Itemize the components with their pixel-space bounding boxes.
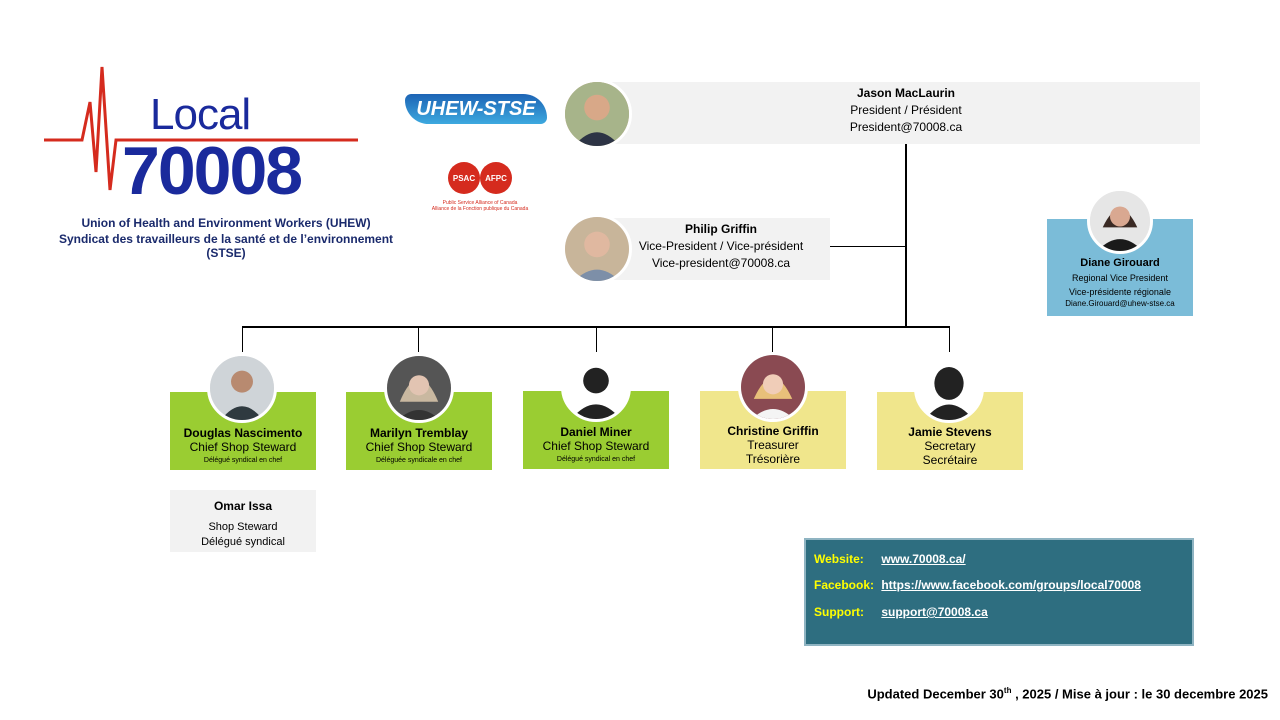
vp-avatar — [562, 214, 632, 284]
rvp-title-en: Regional Vice President — [1072, 273, 1168, 283]
christine-role: Treasurer — [747, 438, 799, 452]
omar-box: Omar Issa Shop Steward Délégué syndical — [170, 490, 316, 552]
daniel-avatar — [561, 352, 631, 422]
president-title: President / Président — [850, 103, 962, 117]
omar-role-fr: Délégué syndical — [201, 536, 285, 548]
vp-email[interactable]: Vice-president@70008.ca — [651, 256, 791, 270]
facebook-row: Facebook: https://www.facebook.com/group… — [814, 578, 1141, 592]
jamie-name: Jamie Stevens — [908, 425, 992, 439]
psac-caption-fr: Alliance de la Fonction publique du Cana… — [431, 206, 529, 212]
rvp-email[interactable]: Diane.Girouard@uhew-stse.ca — [1065, 299, 1175, 308]
psac-caption-en: Public Service Alliance of Canada — [442, 200, 518, 206]
facebook-label: Facebook: — [814, 578, 875, 592]
psac-gear-icon: PSAC — [448, 162, 480, 194]
website-label: Website: — [814, 552, 864, 566]
person-silhouette-icon — [564, 355, 628, 419]
daniel-name: Daniel Miner — [560, 425, 632, 439]
local-70008-logo: Local 70008 — [40, 62, 370, 212]
marilyn-role-fr: Déléguée syndicale en chef — [375, 457, 462, 464]
jamie-role-fr: Secrétaire — [922, 453, 978, 467]
facebook-link[interactable]: https://www.facebook.com/groups/local700… — [881, 578, 1141, 592]
support-row: Support: support@70008.ca — [814, 605, 988, 619]
contact-links-panel: Website: www.70008.ca/ Facebook: https:/… — [804, 538, 1194, 646]
rvp-title-fr: Vice-présidente régionale — [1069, 287, 1171, 297]
marilyn-role: Chief Shop Steward — [365, 440, 473, 454]
website-link[interactable]: www.70008.ca/ — [881, 552, 966, 566]
christine-role-fr: Trésorière — [745, 452, 801, 466]
connector-vp — [830, 246, 906, 247]
vp-box: Philip Griffin Vice-President / Vice-pré… — [612, 218, 830, 280]
marilyn-avatar — [384, 353, 454, 423]
connector-christine — [772, 326, 773, 352]
connector-jamie — [949, 326, 950, 352]
logo-number-text: 70008 — [122, 133, 303, 209]
org-name-fr: Syndicat des travailleurs de la santé et… — [58, 232, 394, 260]
vp-name: Philip Griffin — [685, 222, 757, 236]
support-label: Support: — [814, 605, 864, 619]
logo-local-text: Local — [150, 90, 251, 139]
afpc-gear-icon: AFPC — [480, 162, 512, 194]
daniel-role: Chief Shop Steward — [542, 439, 650, 453]
president-email[interactable]: President@70008.ca — [849, 120, 963, 134]
president-avatar — [562, 79, 632, 149]
president-box: Jason MacLaurin President / Président Pr… — [612, 82, 1200, 144]
jamie-avatar — [914, 353, 984, 423]
douglas-role: Chief Shop Steward — [189, 440, 297, 454]
connector-douglas — [242, 326, 243, 352]
omar-name: Omar Issa — [213, 499, 273, 513]
rvp-avatar — [1087, 188, 1153, 254]
vp-title: Vice-President / Vice-président — [638, 239, 804, 253]
douglas-avatar — [207, 353, 277, 423]
updated-date: Updated December 30th , 2025 / Mise à jo… — [867, 686, 1268, 702]
person-silhouette-icon — [917, 356, 981, 420]
rvp-name: Diane Girouard — [1080, 257, 1160, 269]
daniel-role-fr: Délégué syndical en chef — [556, 456, 636, 463]
uhew-stse-text: UHEW-STSE — [416, 98, 536, 120]
heartbeat-icon — [44, 66, 358, 191]
omar-role: Shop Steward — [208, 521, 278, 533]
connector-marilyn — [418, 326, 419, 352]
support-link[interactable]: support@70008.ca — [881, 605, 988, 619]
christine-name: Christine Griffin — [727, 424, 819, 438]
christine-avatar — [738, 352, 808, 422]
jamie-role: Secretary — [924, 439, 976, 453]
connector-daniel — [596, 326, 597, 352]
douglas-name: Douglas Nascimento — [183, 426, 303, 440]
org-name-en: Union of Health and Environment Workers … — [81, 216, 371, 230]
douglas-role-fr: Délégué syndical en chef — [203, 457, 283, 464]
connector-president-vertical — [905, 144, 907, 327]
uhew-stse-logo: UHEW-STSE — [405, 88, 547, 132]
website-row: Website: www.70008.ca/ — [814, 552, 966, 566]
president-name: Jason MacLaurin — [856, 86, 956, 100]
psac-afpc-logo: PSAC AFPC Public Service Alliance of Can… — [430, 162, 530, 214]
marilyn-name: Marilyn Tremblay — [369, 426, 469, 440]
